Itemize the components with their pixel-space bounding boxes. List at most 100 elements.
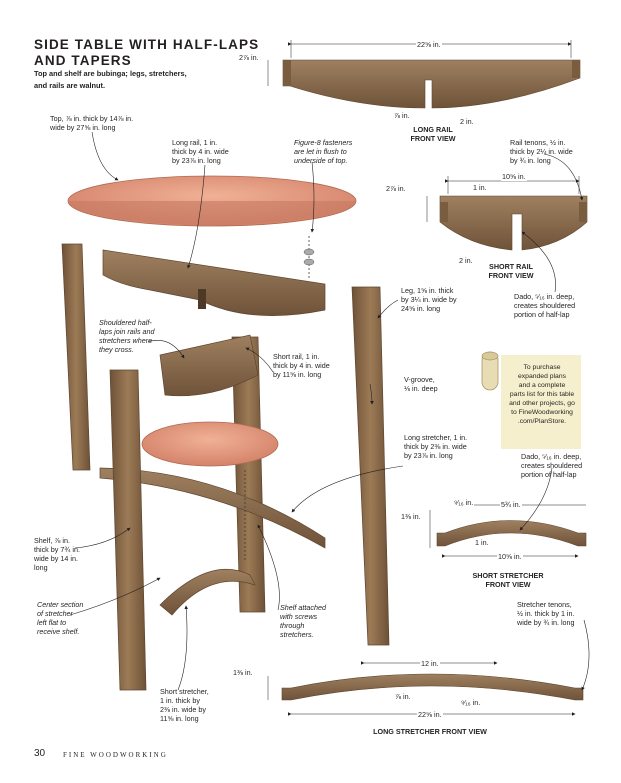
callout-line: Leg, 1⅝ in. thick — [401, 286, 454, 295]
callout-line: Short rail, 1 in. — [273, 352, 320, 361]
dim-long-rail-slot-width: ⅞ in. — [393, 111, 411, 120]
caption-line: FRONT VIEW — [485, 580, 531, 589]
callout-line: stretchers. — [280, 630, 314, 639]
dim-short-rail-height: 2⅞ in. — [385, 184, 407, 193]
callout-short-rail: Short rail, 1 in. thick by 4 in. wide by… — [273, 352, 330, 379]
dim-short-rail-length: 10⅝ in. — [501, 172, 527, 181]
callout-line: Shelf attached — [280, 603, 326, 612]
callout-line: thick by 4 in. wide — [172, 147, 229, 156]
info-line: and a complete — [518, 382, 566, 389]
short-stretcher-front-view — [429, 504, 587, 558]
callout-center-section: Center section of stretcher left flat to… — [37, 600, 83, 636]
callout-shelf: Shelf, ⅞ in. thick by 7¾ in. wide by 14 … — [34, 536, 80, 572]
short-rail — [159, 334, 259, 397]
figure8-fastener — [303, 236, 315, 280]
dim-long-rail-slot-depth: 2 in. — [459, 117, 475, 126]
callout-line: are let in flush to — [294, 147, 347, 156]
dim-short-rail-depth: 2 in. — [458, 256, 474, 265]
page-number: 30 — [34, 748, 46, 759]
dim-long-stretcher-gap: ⁹⁄₁₆ in. — [460, 698, 482, 707]
caption-long-stretcher-view: LONG STRETCHER FRONT VIEW — [373, 727, 487, 736]
callout-line: portion of half-lap — [514, 310, 570, 319]
caption-line: FRONT VIEW — [488, 271, 534, 280]
callout-fasteners: Figure-8 fasteners are let in flush to u… — [294, 138, 352, 165]
callout-line: laps join rails and — [99, 327, 155, 336]
caption-short-stretcher-view: SHORT STRETCHER FRONT VIEW — [462, 571, 554, 589]
dim-long-stretcher-length: 22⅝ in. — [417, 710, 443, 719]
callout-line: by 3¼ in. wide by — [401, 295, 457, 304]
callout-line: creates shouldered — [521, 461, 583, 470]
dim-short-stretcher-slot: 1 in. — [474, 538, 490, 547]
info-line: To purchase — [523, 364, 561, 371]
callout-line: through — [280, 621, 305, 630]
page-subtitle: Top and shelf are bubinga; legs, stretch… — [34, 68, 214, 92]
callout-line: stretchers where — [99, 336, 153, 345]
callout-line: Shouldered half- — [99, 318, 152, 327]
callout-line: by 23⅞ in. long — [172, 156, 221, 165]
plans-info-text: To purchase expanded plans and a complet… — [508, 363, 576, 426]
front-leg — [109, 369, 147, 691]
callout-short-stretcher: Short stretcher, 1 in. thick by 2⅜ in. w… — [160, 687, 209, 723]
callout-line: Top, ⅞ in. thick by 14⅞ in. — [50, 114, 134, 123]
info-line: parts list for this table — [509, 391, 575, 398]
callout-line: Figure-8 fasteners — [294, 138, 353, 147]
dim-short-stretcher-length: 10⅝ in. — [497, 552, 523, 561]
callout-line: thick by 7¾ in. — [34, 545, 80, 554]
dim-short-stretcher-gap: ⁹⁄₁₆ in. — [453, 498, 475, 507]
callout-long-stretcher: Long stretcher, 1 in. thick by 2⅜ in. wi… — [404, 433, 467, 460]
callout-line: V-groove, — [404, 375, 435, 384]
callout-dado-stretcher: Dado, ⁵⁄₁₆ in. deep, creates shouldered … — [521, 452, 582, 479]
callout-line: Long stretcher, 1 in. — [404, 433, 468, 442]
caption-line: FRONT VIEW — [410, 134, 456, 143]
caption-line: LONG RAIL — [413, 125, 453, 134]
callout-leg: Leg, 1⅝ in. thick by 3¼ in. wide by 24⅝ … — [401, 286, 457, 313]
callout-line: ⅛ in. deep — [404, 384, 438, 393]
callout-line: Shelf, ⅞ in. — [34, 536, 70, 545]
callout-line: thick by 4 in. wide — [273, 361, 330, 370]
page-title: SIDE TABLE WITH HALF-LAPS AND TAPERS — [34, 37, 259, 69]
info-line: and other projects, go — [509, 400, 575, 407]
callout-top: Top, ⅞ in. thick by 14⅞ in. wide by 27⅝ … — [50, 114, 133, 132]
title-line-2: AND TAPERS — [34, 53, 132, 68]
callout-line: wide by ¾ in. long — [517, 618, 575, 627]
subtitle-line-2: and rails are walnut. — [34, 81, 106, 90]
callout-half-laps: Shouldered half- laps join rails and str… — [99, 318, 155, 354]
magazine-name: FINE WOODWORKING — [63, 751, 168, 759]
dim-long-rail-height: 2⅞ in. — [238, 53, 260, 62]
callout-line: ½ in. thick by 1 in. — [517, 609, 575, 618]
callout-line: Dado, ⁵⁄₁₆ in. deep, — [514, 292, 575, 301]
callout-line: Center section — [37, 600, 84, 609]
dim-short-stretcher-span: 5¾ in. — [500, 500, 522, 509]
callout-line: Long rail, 1 in. — [172, 138, 218, 147]
info-line: .com/PlanStore. — [517, 418, 567, 425]
dim-long-stretcher-span: 12 in. — [420, 659, 440, 668]
caption-short-rail-view: SHORT RAIL FRONT VIEW — [476, 262, 546, 280]
right-leg — [351, 286, 390, 646]
callout-line: left flat to — [37, 618, 67, 627]
callout-line: of stretcher — [37, 609, 73, 618]
callout-line: 24⅝ in. long — [401, 304, 441, 313]
dim-long-stretcher-height: 1⅜ in. — [232, 668, 254, 677]
callout-line: thick by 2¼ in. wide — [510, 147, 573, 156]
callout-line: long — [34, 563, 48, 572]
callout-line: thick by 2⅜ in. wide — [404, 442, 467, 451]
dim-long-stretcher-slot: ⅞ in. — [394, 692, 412, 701]
caption-line: SHORT STRETCHER — [472, 571, 544, 580]
left-back-leg — [61, 243, 91, 471]
callout-line: underside of top. — [294, 156, 348, 165]
callout-line: wide by 14 in. — [34, 554, 78, 563]
callout-shelf-attached: Shelf attached with screws through stret… — [280, 603, 326, 639]
dim-long-rail-length: 22⅝ in. — [416, 40, 442, 49]
dim-short-rail-slot: 1 in. — [472, 183, 488, 192]
callout-long-rail: Long rail, 1 in. thick by 4 in. wide by … — [172, 138, 229, 165]
callout-dado-rail: Dado, ⁵⁄₁₆ in. deep, creates shouldered … — [514, 292, 575, 319]
subtitle-line-1: Top and shelf are bubinga; legs, stretch… — [34, 69, 187, 78]
long-rail — [102, 249, 326, 316]
callout-line: with screws — [280, 612, 318, 621]
short-rail-front-view — [426, 176, 588, 251]
callout-line: Rail tenons, ½ in. — [510, 138, 566, 147]
callout-line: by ¾ in. long — [510, 156, 551, 165]
scroll-icon — [481, 351, 499, 391]
callout-line: Short stretcher, — [160, 687, 209, 696]
